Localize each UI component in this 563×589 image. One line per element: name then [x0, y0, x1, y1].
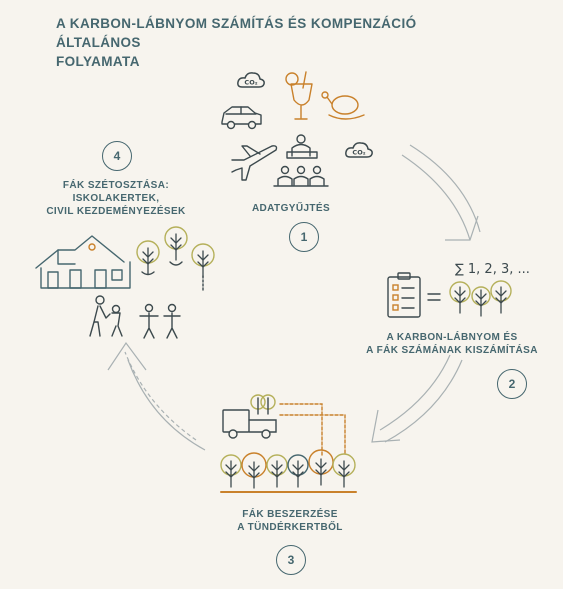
school-building-icon	[35, 235, 131, 289]
step-4-number: 4	[102, 141, 132, 171]
distribution-icons	[35, 226, 215, 339]
airplane-icon	[231, 145, 278, 181]
step-1-label: ADATGYŰJTÉS	[251, 203, 331, 214]
step-3-number: 3	[276, 545, 306, 575]
trees-group-distribution	[136, 226, 215, 291]
trees-group-calc	[449, 280, 512, 317]
step-3-label: FÁK BESZERZÉSE A TÜNDÉRKERTBŐL	[237, 509, 343, 533]
checklist-icon	[387, 272, 421, 318]
cycle-arrows	[107, 144, 481, 451]
delivery-path	[279, 403, 346, 456]
step-1-number: 1	[289, 222, 319, 252]
data-collection-icons	[221, 71, 365, 187]
calculation-icons	[387, 272, 512, 318]
equals-sign	[427, 293, 441, 301]
car-icon	[221, 106, 262, 130]
meeting-icon	[273, 134, 329, 187]
step-4-label: FÁK SZÉTOSZTÁSA: ISKOLAKERTEK, CIVIL KEZ…	[46, 180, 186, 217]
step-2-number: 2	[497, 369, 527, 399]
co2-cloud-icon: CO₂	[237, 72, 265, 88]
tree-nursery	[220, 449, 357, 493]
co2-cloud-icon: CO₂	[345, 142, 373, 158]
formula-text: ∑ 1, 2, 3, ...	[455, 262, 530, 277]
diagram-title: A KARBON-LÁBNYOM SZÁMÍTÁS ÉS KOMPENZÁCIÓ…	[56, 14, 476, 71]
step-2-label: A KARBON-LÁBNYOM ÉS A FÁK SZÁMÁNAK KISZÁ…	[366, 332, 538, 356]
purchase-icons	[220, 394, 357, 493]
truck-icon	[222, 394, 277, 439]
svg-text:CO₂: CO₂	[352, 149, 365, 157]
title-line-1: A KARBON-LÁBNYOM SZÁMÍTÁS ÉS KOMPENZÁCIÓ…	[56, 16, 417, 50]
drink-icon	[285, 71, 313, 120]
svg-text:CO₂: CO₂	[244, 79, 257, 87]
people-icon	[89, 295, 181, 339]
title-line-2: FOLYAMATA	[56, 54, 140, 69]
food-icon	[321, 91, 365, 120]
